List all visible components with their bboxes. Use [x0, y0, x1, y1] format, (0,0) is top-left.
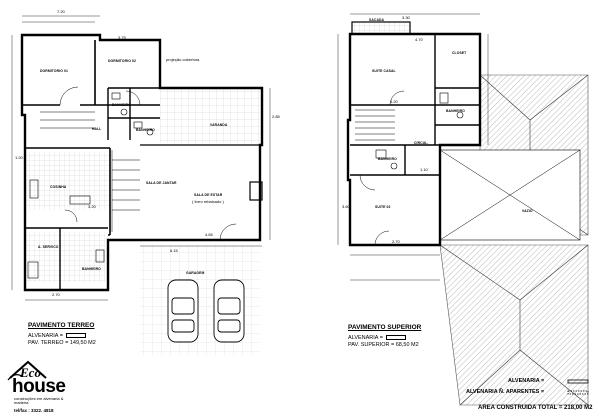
- room-garage-label: GARAGEM: [186, 271, 205, 275]
- dim-label: 2.70: [392, 239, 400, 244]
- room-bedroom-2-label: DORMITORIO 02: [108, 59, 136, 63]
- ground-floor-area: PAV. TERREO = 149,50 M2: [28, 340, 96, 346]
- car-right: [213, 279, 245, 343]
- legend-swatches: [567, 379, 589, 395]
- kitchen-tiles: [25, 152, 110, 210]
- room-suite-label: SUITE CASAL: [372, 69, 396, 73]
- room-void-label: VAZIO: [522, 209, 533, 213]
- legend-masonry: ALVENARIA =: [508, 378, 545, 384]
- car-left: [167, 279, 199, 343]
- upper-floor-title: PAVIMENTO SUPERIOR: [348, 324, 422, 331]
- ground-floor-plan: [11, 15, 271, 355]
- projection-note: projeção cobertura: [166, 57, 200, 62]
- room-bathroom-2-label: BANHEIRO: [136, 128, 155, 132]
- dim-label: 7.20: [57, 9, 65, 14]
- dim-label: 1.10: [420, 167, 428, 172]
- room-suite-2-label: SUITE 02: [375, 205, 391, 209]
- dim-label: 4.65: [205, 232, 213, 237]
- room-hall-label: HALL: [92, 127, 102, 131]
- ground-floor-masonry-legend: ALVENARIA =: [28, 333, 86, 339]
- logo-tagline: construções em alvenaria & madeira: [14, 396, 64, 406]
- dim-label: 4.20: [390, 99, 398, 104]
- living-ceiling-note: ( forro rebaixado ): [192, 199, 224, 204]
- room-upper-bathroom-label: BANHEIRO: [446, 109, 465, 113]
- legend-total-area: AREA CONSTRUIDA TOTAL = 218,00 M2: [478, 405, 593, 411]
- dim-label: 3.75: [118, 35, 126, 40]
- logo-eco: Eco: [20, 365, 41, 380]
- upper-floor-area: PAV. SUPERIOR = 68,50 M2: [348, 342, 419, 348]
- room-circulation-label: CIRCUL.: [414, 141, 429, 145]
- dim-label: 3.20: [88, 204, 96, 209]
- dim-label: 3.60: [342, 204, 350, 209]
- eco-house-logo: Eco house construções em alvenaria & mad…: [6, 358, 76, 416]
- room-bathroom-3-label: BANHEIRO: [82, 267, 101, 271]
- room-upper-bathroom-2-label: BANHEIRO: [378, 157, 397, 161]
- room-closet-label: CLOSET: [452, 51, 467, 55]
- dim-label: 3.30: [402, 15, 410, 20]
- dim-label: 1.20: [15, 155, 23, 160]
- upper-floor-plan: [337, 13, 589, 406]
- room-living-label: SALA DE ESTAR: [194, 193, 223, 197]
- room-porch-label: VARANDA: [210, 123, 228, 127]
- legend-exposed-masonry: ALVENARIA Ñ. APARENTES =: [466, 389, 545, 395]
- upper-floor-masonry-legend: ALVENARIA =: [348, 335, 406, 341]
- room-kitchen-label: COSINHA: [50, 185, 67, 189]
- room-balcony-label: SACADA: [369, 18, 385, 22]
- room-laundry-label: A. SERVICO: [38, 245, 59, 249]
- house-roof-icon: [7, 360, 47, 381]
- room-bedroom-1-label: DORMITORIO 01: [40, 69, 68, 73]
- logo-contact: tel/fax : 3322. 4818: [14, 408, 54, 413]
- ground-floor-title: PAVIMENTO TERREO: [28, 322, 95, 329]
- dim-label: 6.15: [170, 248, 178, 253]
- room-bathroom-1-label: BANHEIRO: [112, 103, 131, 107]
- porch-tiles: [160, 88, 260, 143]
- dim-label: 2.70: [52, 292, 60, 297]
- laundry-tiles: [25, 232, 105, 282]
- dim-label: 4.70: [415, 37, 423, 42]
- dim-label: 2.85: [272, 114, 280, 119]
- logo-house: house: [12, 376, 66, 397]
- room-dining-label: SALA DE JANTAR: [146, 181, 177, 185]
